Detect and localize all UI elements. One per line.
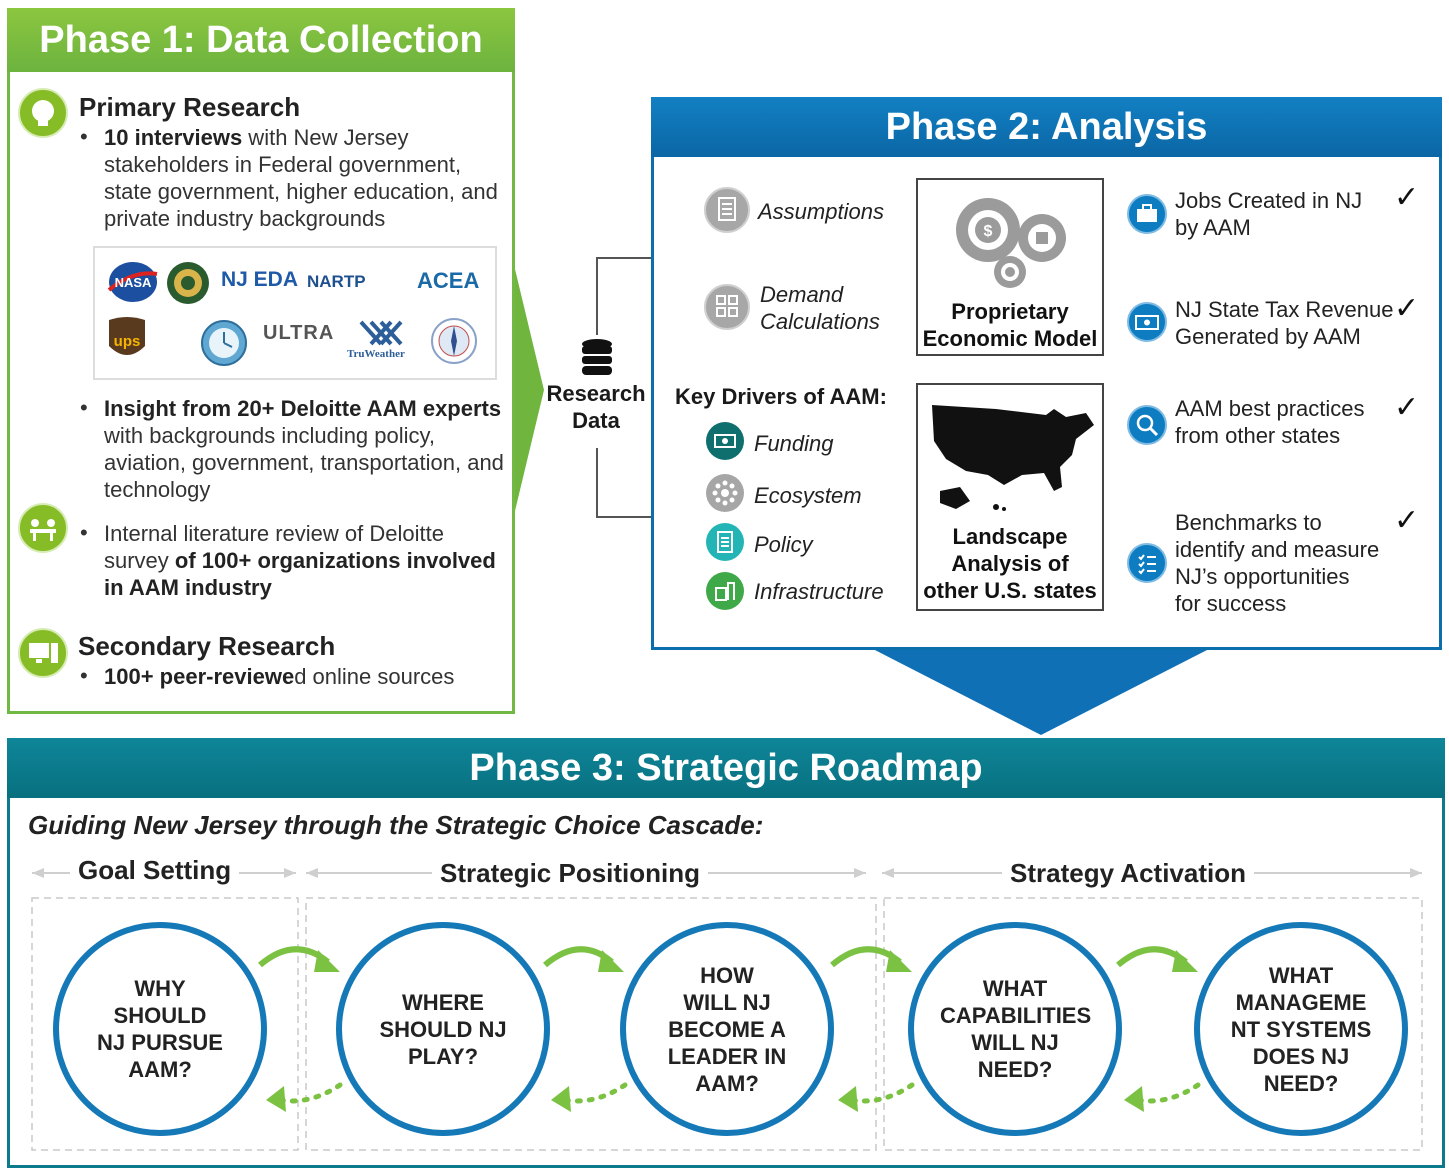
stage-strategic-positioning: Strategic Positioning	[432, 858, 709, 889]
phase2-down-arrow	[873, 649, 1209, 735]
phase3-subtitle: Guiding New Jersey through the Strategic…	[28, 810, 764, 840]
primary-research-title: Primary Research	[79, 92, 301, 122]
check-icon: ✓	[1394, 504, 1420, 537]
driver-policy: Policy	[754, 532, 813, 557]
check-icon: ✓	[1394, 292, 1420, 325]
faa-seal-icon	[167, 262, 209, 304]
phase1-pointer-arrow	[508, 240, 544, 540]
acea-logo: ACEA	[417, 268, 480, 293]
check-icon: ✓	[1394, 181, 1420, 214]
nasa-logo-icon: NASA	[107, 262, 158, 302]
magnifier-icon	[1127, 405, 1167, 445]
people-meeting-icon	[18, 503, 68, 553]
driver-funding: Funding	[754, 431, 834, 456]
phase3-title: Phase 3: Strategic Roadmap	[7, 738, 1445, 798]
stage-goal-setting: Goal Setting	[70, 855, 240, 886]
infrastructure-icon	[706, 572, 744, 610]
njeda-logo: NJ EDA	[221, 268, 299, 291]
svg-text:NASA: NASA	[115, 275, 152, 290]
truweather-logo-icon	[359, 320, 403, 346]
svg-text:$: $	[984, 223, 993, 240]
check-icon: ✓	[1394, 391, 1420, 424]
ups-logo-icon: ups	[109, 317, 145, 355]
policy-document-icon	[706, 523, 744, 561]
us-map-icon	[932, 405, 1094, 511]
svg-text:ups: ups	[114, 333, 141, 350]
driver-ecosystem: Ecosystem	[754, 483, 862, 508]
compass-seal-icon	[431, 318, 477, 364]
checklist-icon	[1127, 543, 1167, 583]
secondary-research-title: Secondary Research	[78, 631, 336, 661]
network-icon	[706, 474, 744, 512]
bullet-interviews: 10 interviews with New Jersey stakeholde…	[104, 125, 498, 231]
phase1-title: Phase 1: Data Collection	[7, 8, 515, 72]
stage-strategy-activation: Strategy Activation	[1002, 858, 1254, 889]
briefcase-icon	[1127, 194, 1167, 234]
bullet-deloitte-experts: Insight from 20+ Deloitte AAM experts wi…	[104, 396, 504, 502]
assumptions-label: Assumptions	[758, 199, 884, 224]
ultra-logo: ULTRA	[263, 322, 335, 344]
cash-icon	[1127, 302, 1167, 342]
clock-seal-icon	[201, 320, 247, 366]
bullet-literature-review: Internal literature review of Deloitte s…	[104, 521, 496, 600]
truweather-logo: TruWeather	[347, 348, 405, 360]
phase2-title: Phase 2: Analysis	[651, 97, 1442, 157]
nartp-logo: NARTP	[307, 272, 366, 291]
document-list-icon	[704, 187, 750, 233]
calculator-icon	[704, 284, 750, 330]
partner-logos: NASA NJ EDA NARTP ACEA ups ULTRA TruWeat…	[93, 246, 497, 380]
bullet-online-sources: 100+ peer-reviewed online sources	[104, 664, 455, 689]
key-drivers-title: Key Drivers of AAM:	[675, 384, 887, 409]
money-icon	[706, 422, 744, 460]
database-icon	[582, 339, 612, 375]
driver-infrastructure: Infrastructure	[754, 579, 884, 604]
gears-icon: $	[956, 198, 1066, 288]
lightbulb-head-icon	[18, 88, 68, 138]
computer-icon	[18, 628, 68, 678]
